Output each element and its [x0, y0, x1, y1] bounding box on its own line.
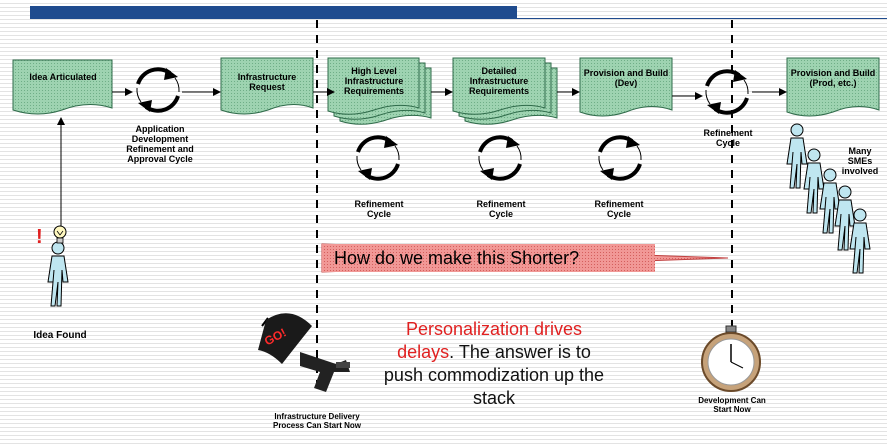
refinement-cycle-3-icon	[596, 134, 644, 182]
idea-person-icon	[47, 241, 69, 307]
refinement-cycle-1-icon	[354, 134, 402, 182]
idea-articulated-box	[12, 59, 113, 115]
refinement-cycle-top-icon	[703, 68, 751, 116]
provision-dev-box	[579, 57, 673, 117]
refinement-cycle-2-icon	[476, 134, 524, 182]
idea-articulated-label: Idea Articulated	[29, 72, 97, 82]
commodization-statement: Personalization drives delays. The answe…	[378, 318, 610, 410]
high-level-requirements-box	[327, 57, 432, 125]
stopwatch-icon	[701, 325, 761, 392]
title-rule	[517, 18, 887, 19]
go-flag-gun-icon	[258, 313, 350, 392]
refinement-cycle-3-label: Refinement Cycle	[594, 199, 644, 219]
provision-prod-label: Provision and Build (Prod, etc.)	[790, 68, 876, 88]
lightbulb-icon	[53, 225, 67, 244]
statement-rest: . The answer is to push commodization up…	[383, 342, 605, 408]
provision-dev-label: Provision and Build (Dev)	[583, 68, 669, 88]
app-dev-cycle-label: Application Development Refinement and A…	[126, 124, 194, 164]
dev-start-label: Development Can Start Now	[698, 396, 766, 414]
shorter-question: How do we make this Shorter?	[334, 248, 580, 268]
infrastructure-request-label: Infrastructure Request	[237, 72, 297, 92]
title-bar	[30, 6, 517, 19]
infra-delivery-start-label: Infrastructure Delivery Process Can Star…	[272, 412, 362, 430]
detailed-requirements-box	[452, 57, 558, 125]
provision-prod-box	[786, 57, 880, 117]
refinement-cycle-2-label: Refinement Cycle	[476, 199, 526, 219]
high-level-requirements-label: High Level Infrastructure Requirements	[343, 66, 405, 96]
refinement-cycle-1-label: Refinement Cycle	[354, 199, 404, 219]
detailed-requirements-label: Detailed Infrastructure Requirements	[468, 66, 530, 96]
statement-highlight: Personalization drives delays	[397, 319, 583, 362]
refinement-cycle-top-label: Refinement Cycle	[703, 128, 753, 148]
app-dev-cycle-icon	[134, 66, 182, 114]
idea-found-label: Idea Found	[33, 330, 87, 341]
exclamation-mark: !	[36, 226, 43, 248]
many-smes-label: Many SMEs involved	[841, 146, 879, 176]
infrastructure-request-box	[220, 57, 314, 115]
